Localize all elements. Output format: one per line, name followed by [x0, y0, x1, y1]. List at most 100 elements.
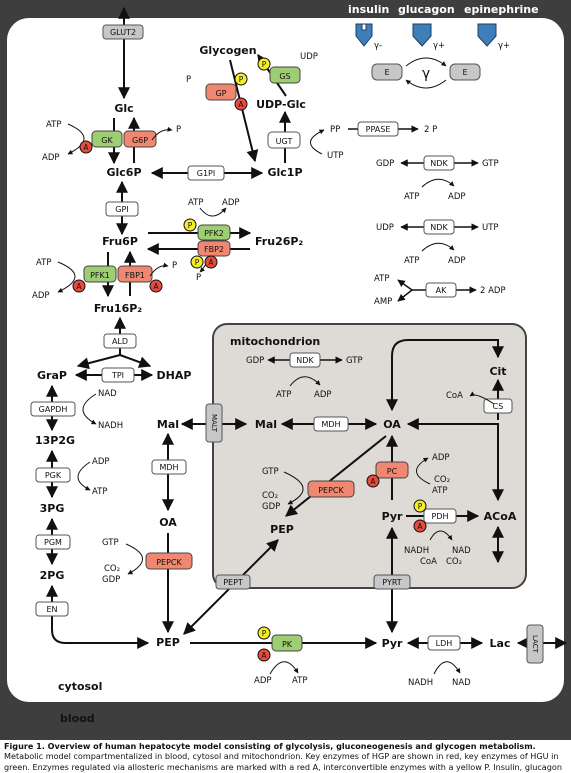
fru16p2-label: Fru16P₂ — [94, 302, 142, 315]
adp-mit: ADP — [314, 390, 332, 400]
gs-label: GS — [279, 72, 290, 81]
ald-box — [103, 333, 137, 349]
e-left-box — [371, 63, 403, 81]
gk-box — [91, 130, 123, 148]
gapdh-box — [30, 401, 76, 417]
oa-cyt-label: OA — [159, 516, 177, 529]
pk-label: PK — [282, 640, 293, 649]
e-right-label: E — [462, 68, 467, 77]
pfk2-label: PFK2 — [204, 229, 224, 238]
grap-label: GraP — [37, 369, 67, 382]
mdh-cyt-label: MDH — [159, 463, 178, 472]
two-adp-label: 2 ADP — [480, 286, 506, 296]
e-left-label: E — [384, 68, 389, 77]
atp-ak: ATP — [374, 274, 389, 284]
amp-ak: AMP — [374, 297, 392, 307]
gapdh-label: GAPDH — [39, 405, 68, 414]
cs-label: CS — [493, 402, 504, 411]
pyrt-label: PYRT — [382, 578, 402, 587]
fbp2-allosteric-label: A — [208, 258, 214, 267]
adp-pgk: ADP — [92, 457, 110, 467]
fbp1-cofactor-arrow — [149, 262, 169, 277]
epinephrine-sign: γ+ — [498, 41, 510, 51]
pk-allosteric-label: A — [261, 651, 267, 660]
atp-pc: ATP — [432, 486, 447, 496]
coa-pdh: CoA — [420, 557, 437, 567]
ndk1-cofactor-arrow — [421, 178, 455, 188]
gp-allosteric-label: A — [238, 100, 244, 109]
pgk-box — [35, 467, 71, 483]
p-fbp2: P — [196, 273, 201, 283]
tpi-box — [101, 367, 135, 383]
ppase-box — [357, 121, 399, 137]
caption-title: Figure 1. Overview of human hepatocyte m… — [4, 741, 536, 751]
epinephrine-receptor-icon — [477, 23, 497, 47]
gp-box — [205, 83, 237, 101]
pgm-label: PGM — [44, 538, 62, 547]
pepck-mit-arrow — [285, 435, 387, 517]
ndk-mit-box — [289, 352, 321, 368]
gamma-forward-arrow — [405, 57, 447, 67]
ugt-cofactor-arrow — [310, 129, 325, 155]
ppase-label: PPASE — [366, 125, 391, 134]
pfk1-allosteric-label: A — [76, 282, 82, 291]
mdh-mit-label: MDH — [321, 420, 340, 429]
epinephrine-label: epinephrine — [464, 3, 539, 16]
mdh-cyt-box — [151, 459, 187, 475]
glycogen-to-glc1p — [229, 59, 259, 163]
pepck-mit-label: PEPCK — [318, 486, 344, 495]
adp-ndk2: ADP — [448, 256, 466, 266]
atp-pfk2: ATP — [188, 198, 203, 208]
fbp2-phospho-label: P — [195, 258, 200, 267]
fbp1-allosteric-marker — [149, 279, 163, 293]
gk-cofactor-arrow — [67, 123, 85, 155]
acoa-label: ACoA — [484, 510, 517, 523]
utp-label: UTP — [327, 151, 344, 161]
glut2-box — [102, 24, 144, 40]
gdp-mit: GDP — [246, 356, 264, 366]
ugt-label: UGT — [276, 137, 293, 146]
ndk1-box — [423, 155, 455, 171]
ald-left — [76, 354, 121, 370]
acoa-oa-to-cs — [406, 418, 504, 502]
utp2-label: UTP — [482, 223, 499, 233]
cit-label: Cit — [489, 365, 506, 378]
pp-label: PP — [330, 125, 340, 135]
en-arrow — [46, 584, 150, 649]
pyrt-box — [373, 574, 411, 590]
ldh-cofactor-arrow — [433, 661, 461, 675]
fbp2-allosteric-marker — [204, 255, 218, 269]
nadh-pdh: NADH — [404, 546, 429, 556]
e-right-box — [449, 63, 481, 81]
gamma-label: γ — [422, 66, 430, 82]
pepck-mit-cofactor-arrow — [283, 471, 304, 505]
gk-allosteric-label: A — [83, 143, 89, 152]
glc1p-label: Glc1P — [267, 166, 302, 179]
pdh-box — [423, 508, 457, 524]
p-fbp1: P — [172, 261, 177, 271]
fbp1-label: FBP1 — [125, 271, 145, 280]
nad-gapdh: NAD — [98, 389, 117, 399]
mal-mit-label: Mal — [255, 418, 277, 431]
pgk-label: PGK — [45, 471, 62, 480]
ndk2-label: NDK — [430, 223, 448, 232]
dhap-label: DHAP — [157, 369, 192, 382]
lact-box — [526, 624, 544, 664]
gtp1-label: GTP — [482, 159, 499, 169]
pept-label: PEPT — [223, 578, 243, 587]
tpi-label: TPI — [111, 371, 124, 380]
malt-box — [205, 403, 223, 443]
gs-phospho-label: P — [262, 60, 267, 69]
co2-pepck-cyt: CO₂ — [104, 564, 120, 574]
pk-phospho-marker — [257, 626, 271, 640]
fbp2-box — [197, 240, 231, 257]
atp-ndk2: ATP — [404, 256, 419, 266]
pathway-diagram: blood cytosol mitochondrion insulin gluc… — [0, 0, 571, 740]
ak-label: AK — [436, 286, 447, 295]
glucagon-label: glucagon — [398, 3, 455, 16]
g6p-box — [123, 130, 157, 148]
fbp2-phospho-marker — [190, 255, 204, 269]
gdp1-label: GDP — [376, 159, 394, 169]
pk-cofactor-arrow — [269, 661, 299, 675]
pepck-mit-box — [307, 480, 355, 498]
